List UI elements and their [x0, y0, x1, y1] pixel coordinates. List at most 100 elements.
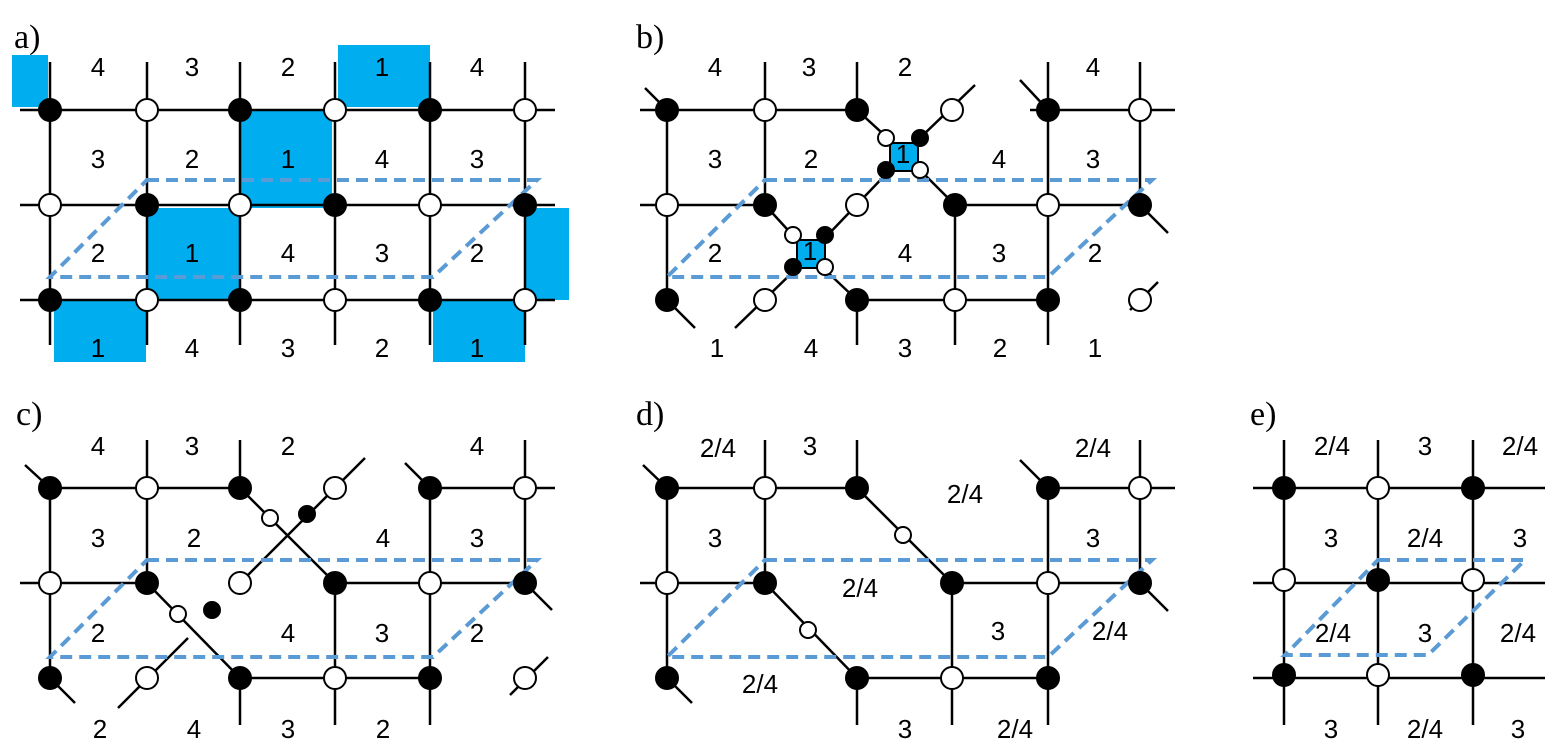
tiling-edges-b — [640, 62, 1175, 345]
face-label: 4 — [992, 144, 1006, 174]
face-label: 2/4 — [1502, 431, 1538, 461]
white-node — [845, 193, 869, 217]
face-label: 3 — [1418, 618, 1432, 648]
white-node — [1366, 663, 1390, 687]
face-label: 3 — [802, 52, 816, 82]
fundamental-domain-b — [662, 178, 1158, 279]
nodes-a — [38, 98, 537, 312]
white-node — [513, 666, 537, 690]
face-label: 3 — [898, 714, 912, 744]
face-labels-e: 2/4 3 2/4 3 2/4 3 2/4 3 2/4 3 2/4 3 — [1314, 431, 1538, 744]
face-label: 1 — [185, 238, 199, 268]
face-label: 2/4 — [1407, 523, 1443, 553]
face-label: 2 — [470, 238, 484, 268]
panel-a: a) — [12, 19, 569, 363]
face-label: 2/4 — [742, 669, 778, 699]
black-node — [418, 666, 442, 690]
black-node — [323, 571, 347, 595]
face-label: 3 — [992, 238, 1006, 268]
black-node — [1272, 663, 1296, 687]
black-node — [655, 666, 679, 690]
highlighted-face — [240, 110, 332, 208]
black-node — [135, 193, 159, 217]
face-label: 3 — [1418, 431, 1432, 461]
face-label: 1 — [375, 52, 389, 82]
nodes-b — [655, 98, 1152, 312]
face-label: 3 — [1086, 523, 1100, 553]
fundamental-domain-c — [45, 558, 543, 659]
white-node — [816, 258, 834, 276]
black-node — [1461, 476, 1485, 500]
black-node — [845, 476, 869, 500]
white-node — [513, 288, 537, 312]
panel-d: d) — [636, 396, 1175, 744]
black-node — [943, 193, 967, 217]
white-node — [135, 288, 159, 312]
panel-label-c: c) — [16, 396, 42, 433]
face-label: 4 — [375, 144, 389, 174]
black-node — [228, 666, 252, 690]
face-label: 4 — [91, 431, 105, 461]
white-node — [1272, 568, 1296, 592]
white-node — [323, 288, 347, 312]
white-node — [135, 476, 159, 500]
black-node — [655, 98, 679, 122]
white-node — [1128, 98, 1152, 122]
black-node — [1128, 571, 1152, 595]
face-label: 1 — [896, 139, 910, 169]
panel-label-a: a) — [14, 19, 40, 56]
white-node — [1036, 571, 1060, 595]
black-node — [1036, 288, 1060, 312]
face-label: 2 — [898, 52, 912, 82]
black-node — [1128, 193, 1152, 217]
black-node — [38, 666, 62, 690]
white-node — [38, 571, 62, 595]
white-node — [877, 129, 895, 147]
face-label: 4 — [187, 714, 201, 744]
face-label: 3 — [375, 238, 389, 268]
face-label: 3 — [375, 618, 389, 648]
black-node — [845, 666, 869, 690]
face-label: 4 — [470, 52, 484, 82]
highlighted-face — [525, 208, 569, 300]
face-label: 3 — [708, 144, 722, 174]
fundamental-domain-e — [1280, 558, 1530, 657]
panel-label-e: e) — [1250, 396, 1276, 433]
black-node — [228, 288, 252, 312]
white-node — [1128, 288, 1152, 312]
black-node — [418, 98, 442, 122]
face-label: 3 — [1511, 714, 1525, 744]
white-node — [38, 193, 62, 217]
white-node — [135, 666, 159, 690]
face-label: 1 — [1088, 333, 1102, 363]
highlighted-face — [148, 208, 240, 300]
highlighted-face — [54, 300, 146, 362]
face-labels-d: 2/4 3 2/4 2/4 3 3 2/4 3 2/4 2/4 3 2/4 — [700, 431, 1128, 744]
black-node — [877, 161, 895, 179]
black-node — [655, 288, 679, 312]
face-label: 2/4 — [1092, 616, 1128, 646]
black-node — [655, 476, 679, 500]
white-node — [418, 571, 442, 595]
white-node — [323, 476, 347, 500]
highlighted-face — [12, 55, 48, 107]
white-node — [911, 161, 929, 179]
face-label: 4 — [376, 523, 390, 553]
black-node — [228, 476, 252, 500]
white-node — [261, 509, 279, 527]
white-node — [1461, 568, 1485, 592]
black-node — [1272, 476, 1296, 500]
white-node — [1128, 476, 1152, 500]
face-label: 3 — [1324, 523, 1338, 553]
face-label: 2/4 — [1315, 618, 1351, 648]
face-label: 2 — [281, 431, 295, 461]
face-label: 3 — [1513, 523, 1527, 553]
white-node — [513, 98, 537, 122]
black-node — [753, 193, 777, 217]
face-label: 3 — [470, 523, 484, 553]
face-label: 2/4 — [1500, 618, 1536, 648]
tiling-edges-c — [20, 440, 555, 725]
black-node — [228, 98, 252, 122]
face-label: 4 — [281, 238, 295, 268]
